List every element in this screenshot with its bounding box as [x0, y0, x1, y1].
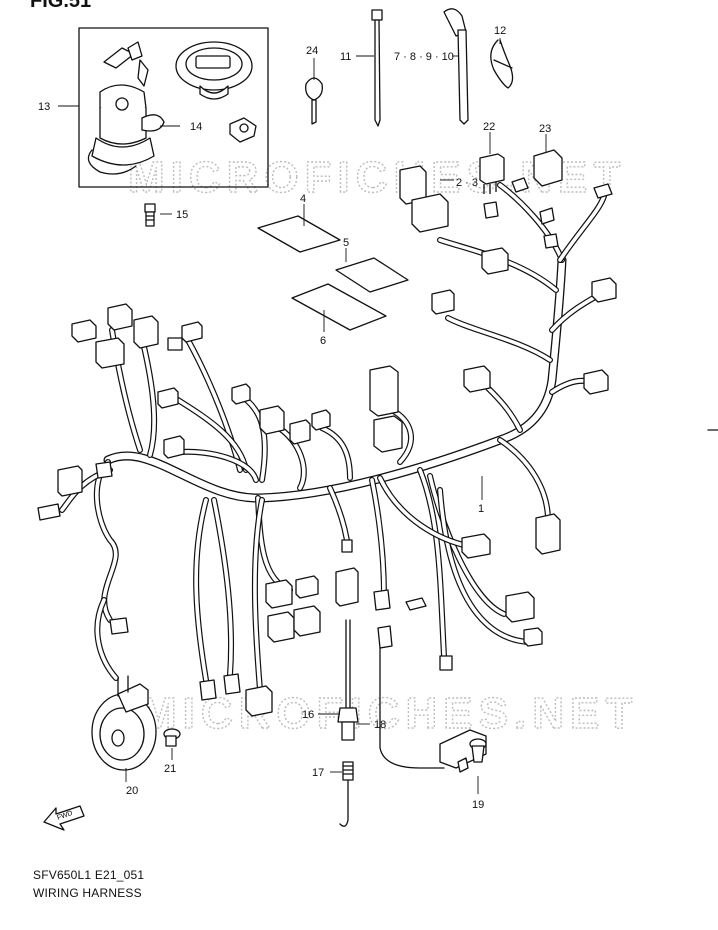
- bolt-19: [469, 738, 487, 763]
- callout-19: 19: [472, 799, 484, 811]
- harness-connectors: [37, 165, 617, 717]
- cable-clamp-7-10: [443, 8, 469, 125]
- clip-12: [490, 39, 514, 89]
- callout-11: 11: [340, 51, 351, 63]
- callout-5: 5: [343, 237, 349, 249]
- callout-24: 24: [306, 45, 318, 57]
- callout-14: 14: [190, 121, 202, 133]
- callout-2-3: 2 · 3: [456, 177, 478, 189]
- lock-cylinder: [229, 117, 257, 143]
- callout-23: 23: [539, 123, 551, 135]
- callout-20: 20: [126, 785, 138, 797]
- callout-15: 15: [176, 209, 188, 221]
- bolt-21: [163, 728, 181, 747]
- o-ring-17: [339, 761, 354, 827]
- fwd-arrow-icon: FWD: [43, 805, 85, 831]
- callout-numbers: 13 14 15 24 11 7 · 8 · 9 · 10 12 22 23 2…: [38, 25, 551, 811]
- ignition-switch: [87, 41, 165, 175]
- leader-lines: [58, 38, 547, 794]
- model-code: SFV650L1 E21_051: [33, 868, 145, 882]
- relay-23: [533, 149, 563, 187]
- callout-22: 22: [483, 121, 495, 133]
- callout-6: 6: [320, 335, 326, 347]
- relay-22: [479, 153, 505, 194]
- cable-tie-11: [371, 9, 383, 127]
- horn-20: [91, 675, 157, 771]
- callout-1: 1: [478, 503, 484, 515]
- callout-21: 21: [164, 763, 176, 775]
- fuel-cap: [175, 41, 253, 100]
- callout-18: 18: [374, 719, 386, 731]
- callout-13: 13: [38, 101, 50, 113]
- figure-label: FIG.51: [30, 0, 92, 12]
- callout-7-10: 7 · 8 · 9 · 10: [394, 51, 454, 63]
- bolt-15: [144, 203, 156, 227]
- diagram-title: WIRING HARNESS: [33, 886, 142, 900]
- callout-17: 17: [312, 767, 324, 779]
- key-24: [305, 77, 323, 125]
- callout-12: 12: [494, 25, 506, 37]
- watermark-bottom: MICROFICHES.NET: [140, 689, 638, 738]
- cushion-pads: [257, 215, 409, 331]
- callout-4: 4: [300, 193, 306, 205]
- callout-16: 16: [302, 709, 314, 721]
- neutral-switch-16: [337, 619, 359, 741]
- ignition-switch-group: [78, 27, 269, 188]
